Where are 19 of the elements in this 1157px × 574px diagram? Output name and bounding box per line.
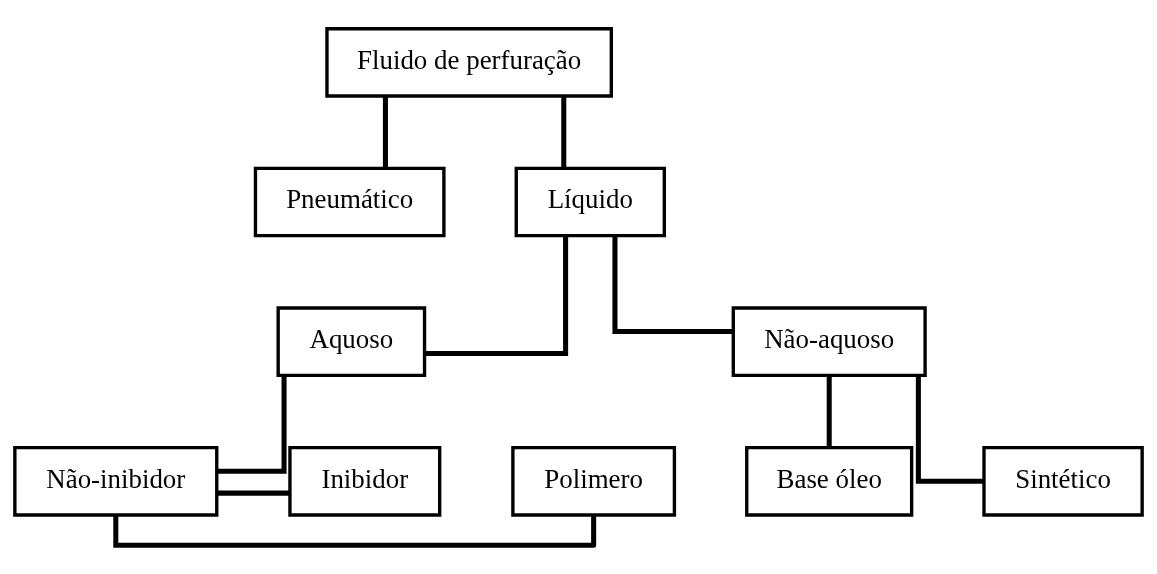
node-box: Aquoso: [276, 306, 427, 377]
node-box: Líquido: [514, 166, 666, 238]
connector: [382, 96, 388, 169]
node-box: Sintético: [982, 446, 1144, 517]
node-box: Base óleo: [745, 446, 914, 517]
connector: [425, 236, 569, 356]
connector: [217, 375, 287, 474]
node-box: Não-aquoso: [731, 306, 927, 377]
node-box: Inibidor: [288, 446, 442, 517]
connector: [113, 515, 597, 548]
node-box: Não-inibidor: [13, 446, 219, 517]
node-box: Fluido de perfuração: [325, 27, 613, 98]
connector: [217, 490, 290, 496]
node-box: Polimero: [511, 446, 677, 517]
node-box: Pneumático: [253, 166, 446, 238]
connector: [612, 236, 733, 335]
connector: [915, 375, 984, 484]
connector: [826, 375, 832, 448]
connector: [561, 96, 567, 169]
